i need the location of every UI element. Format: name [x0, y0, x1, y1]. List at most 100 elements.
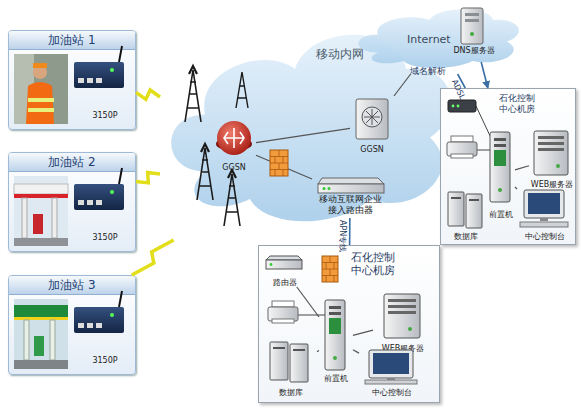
node-label: 加油站 2 [9, 153, 135, 172]
gateway-node: GGSN [350, 96, 394, 154]
database-icon [448, 192, 464, 226]
gateway-icon [356, 99, 388, 139]
console-icon [373, 353, 409, 374]
firewall-icon [322, 256, 338, 282]
printer-icon [272, 301, 294, 307]
printer-icon [451, 154, 473, 158]
station-photo [14, 54, 68, 124]
station-photo [14, 299, 68, 369]
router-icon [266, 256, 302, 269]
station-panel: 加油站 33150P [8, 275, 136, 375]
node-label: 路由器 [263, 278, 307, 287]
node-label: 移动互联网企业接入路由器 [317, 194, 383, 216]
server-tower-icon [498, 188, 502, 192]
server-node: 前置机 [319, 297, 353, 383]
modem-device [74, 307, 124, 333]
router-icon [266, 260, 302, 269]
modem-device [96, 323, 102, 328]
modem-device [96, 200, 102, 205]
connector [317, 351, 319, 352]
server-tower-icon [490, 132, 510, 202]
server-tower-icon [333, 356, 337, 360]
printer-icon [268, 307, 298, 321]
cell-tower [197, 148, 213, 200]
console-icon [387, 378, 395, 380]
firewall-icon [270, 150, 288, 176]
firewall-icon [322, 256, 338, 282]
server-node: WEB服务器 [529, 129, 575, 189]
station-photo [14, 317, 68, 320]
node-label: DNS服务器 [450, 46, 498, 55]
cell-tower [224, 174, 240, 226]
cell-tower [236, 72, 248, 108]
cell-tower [189, 66, 197, 74]
modem-device [74, 291, 124, 333]
console-icon [365, 350, 417, 384]
server-node: WEB服务器 [373, 291, 433, 353]
modem-device [78, 200, 84, 205]
printer-icon [272, 319, 294, 323]
access-router-icon [318, 178, 384, 184]
database-icon [293, 349, 305, 351]
database-node: 数据库 [445, 189, 487, 241]
node-label: GGSN [350, 145, 394, 154]
machine-room: 石化控制中心机房路由器前置机WEB服务器数据库中心控制台 [258, 245, 440, 403]
router-icon [216, 121, 252, 155]
web-server-icon [538, 142, 564, 145]
node-label: 中心控制台 [515, 232, 575, 241]
node-label: 加油站 1 [9, 31, 135, 50]
cloud-outline [358, 9, 518, 68]
modem-device [78, 323, 84, 328]
node-label: Internet [407, 34, 451, 47]
station-photo [52, 198, 57, 238]
edge-label: 域名解析 [410, 66, 446, 76]
console-icon [520, 222, 568, 227]
router-icon [216, 137, 252, 151]
station-photo [14, 238, 68, 246]
network-wire [476, 106, 492, 150]
modem-device [119, 168, 122, 184]
connector [256, 155, 312, 179]
server-tower-icon [494, 150, 506, 166]
network-wire [298, 315, 325, 316]
station-panel: 加油站 23150P [8, 152, 136, 252]
router-node: GGSN [212, 120, 256, 172]
modem-device [78, 78, 84, 83]
server-tower-icon [494, 144, 506, 147]
server-icon [470, 32, 474, 36]
node-label: 数据库 [265, 388, 317, 397]
gateway-icon [362, 107, 382, 127]
database-icon [451, 197, 461, 199]
gateway-icon [364, 109, 380, 125]
machine-room: 石化控制中心机房前置机WEB服务器数据库中心控制台 [440, 88, 576, 245]
router-icon [270, 263, 273, 266]
web-server-icon [538, 136, 564, 139]
modem-device [119, 46, 122, 62]
station-photo [14, 360, 68, 369]
station-photo [28, 108, 54, 112]
station-photo [33, 63, 47, 68]
printer-icon [268, 301, 298, 323]
server-node: 前置机 [487, 129, 515, 219]
device-label: 3150P [77, 111, 133, 120]
node-label: 前置机 [487, 210, 515, 219]
station-photo [14, 184, 68, 194]
modem-icon [452, 105, 455, 108]
server-tower-icon [329, 318, 341, 334]
station-photo [26, 82, 54, 124]
server-tower-icon [494, 138, 506, 141]
modem-device [74, 62, 124, 88]
console-node: 中心控制台 [359, 347, 425, 397]
cell-tower [236, 72, 248, 108]
server-tower-icon [329, 312, 341, 315]
modem-icon [457, 105, 460, 108]
router-icon [266, 256, 302, 260]
station-photo [14, 54, 68, 124]
node-label: WEB服务器 [373, 344, 433, 353]
connector [349, 218, 351, 245]
server-tower-icon [325, 300, 345, 370]
connector [353, 330, 373, 335]
server-icon [461, 8, 483, 44]
